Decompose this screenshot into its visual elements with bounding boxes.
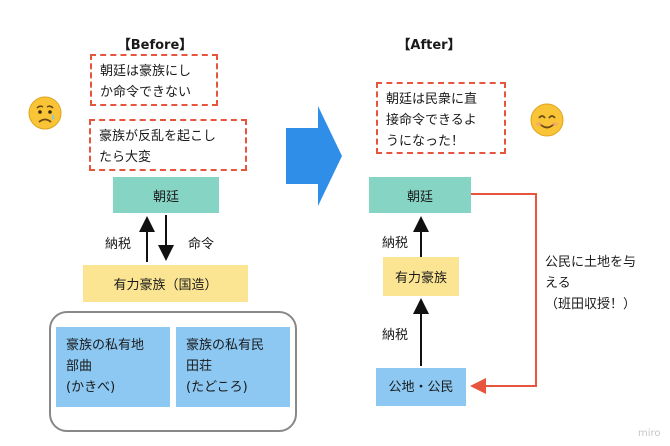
before-order-label: 命令 (188, 237, 215, 252)
big-right-arrow-icon (286, 106, 342, 206)
smiling-face-icon (530, 103, 564, 137)
after-court-box: 朝廷 (369, 177, 471, 213)
before-note-2: 豪族が反乱を起こし たら大変 (89, 119, 247, 171)
before-private-land-box: 豪族の私有地 部曲 (かきべ) (56, 327, 170, 407)
worried-face-icon (28, 96, 62, 130)
miro-watermark: miro (638, 428, 661, 439)
after-tax-label-2: 納税 (382, 328, 409, 343)
after-heading: 【After】 (397, 38, 461, 53)
before-private-field-box: 豪族の私有民 田荘 (たどころ) (176, 327, 290, 407)
after-gozoku-box: 有力豪族 (383, 257, 459, 296)
land-grant-connector (470, 193, 537, 394)
after-note: 朝廷は民衆に直 接命令できるよ うになった！ (376, 82, 506, 154)
after-tax-label-1: 納税 (382, 236, 409, 251)
before-tax-label: 納税 (105, 237, 132, 252)
before-court-box: 朝廷 (113, 177, 219, 213)
after-side-note: 公民に土地を与 える （班田収授！） (545, 255, 637, 312)
after-public-box: 公地・公民 (376, 368, 466, 406)
before-heading: 【Before】 (117, 38, 193, 53)
before-note-1: 朝廷は豪族にし か命令できない (90, 54, 218, 106)
before-gozoku-box: 有力豪族（国造） (83, 265, 248, 302)
